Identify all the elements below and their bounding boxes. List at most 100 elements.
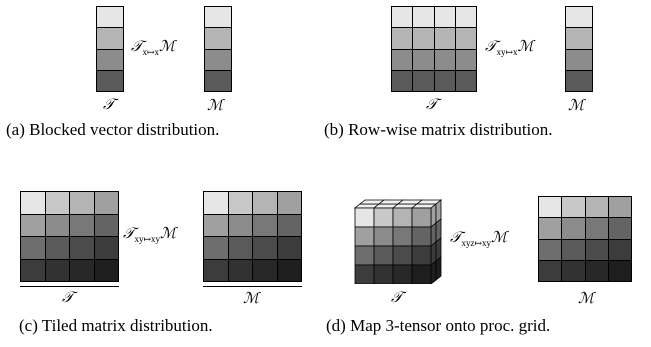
map-label-b: 𝒯xy↦xℳ xyxy=(485,39,534,57)
grid-cell xyxy=(434,49,455,70)
grid-cell xyxy=(585,239,608,260)
cube-front-cell xyxy=(392,226,413,247)
grid-cell xyxy=(392,70,413,91)
cube-front-cell xyxy=(411,245,432,266)
cube-front-cell xyxy=(411,264,432,284)
grid-cell xyxy=(608,218,631,239)
grid-cell xyxy=(585,197,608,218)
grid-cell xyxy=(21,192,45,214)
grid-cell xyxy=(94,237,118,259)
grid-cell xyxy=(562,260,585,281)
grid-cell xyxy=(45,214,69,236)
grid-cell xyxy=(539,239,562,260)
grid-cell xyxy=(204,259,228,281)
caption-d: (d) Map 3-tensor onto proc. grid. xyxy=(326,316,551,335)
grid-cell xyxy=(277,259,301,281)
grid-cell xyxy=(455,70,476,91)
underline-tensor-c xyxy=(20,286,119,287)
matrix-label-d: ℳ xyxy=(578,291,595,307)
vector-matrix-m xyxy=(204,6,232,92)
cube-front-cell xyxy=(373,264,394,284)
grid-cell xyxy=(413,70,434,91)
caption-c: (c) Tiled matrix distribution. xyxy=(19,316,213,335)
grid-cell xyxy=(97,70,123,91)
grid-cell xyxy=(228,214,252,236)
matrix-label-a: ℳ xyxy=(207,98,224,114)
cube-front-cell xyxy=(354,245,375,266)
grid-cell xyxy=(205,49,231,70)
grid-cell xyxy=(94,259,118,281)
grid-cell xyxy=(97,49,123,70)
grid-cell xyxy=(97,28,123,49)
grid-cell xyxy=(539,260,562,281)
map-label-a: 𝒯x↦xℳ xyxy=(131,39,176,57)
grid-cell xyxy=(566,28,592,49)
grid-cell xyxy=(562,197,585,218)
grid-cell xyxy=(205,7,231,28)
tiled-matrix-m xyxy=(203,191,302,282)
cube-front-cell xyxy=(392,245,413,266)
grid-cell xyxy=(392,28,413,49)
grid-cell xyxy=(94,192,118,214)
grid-cell xyxy=(413,49,434,70)
grid-cell xyxy=(94,214,118,236)
cube-front-cell xyxy=(373,245,394,266)
grid-cell xyxy=(70,192,94,214)
grid-cell xyxy=(539,218,562,239)
grid-cell xyxy=(97,7,123,28)
grid-cell xyxy=(253,192,277,214)
grid-cell xyxy=(434,7,455,28)
vector-tensor-t xyxy=(96,6,124,92)
grid-cell xyxy=(413,7,434,28)
cube-front-cell xyxy=(392,207,413,228)
rowwise-tensor-t xyxy=(391,6,477,92)
grid-cell xyxy=(277,237,301,259)
grid-cell xyxy=(228,192,252,214)
grid-cell xyxy=(205,70,231,91)
map-label-d: 𝒯xyz↦xyℳ xyxy=(450,230,508,248)
grid-cell xyxy=(21,237,45,259)
grid-cell xyxy=(455,49,476,70)
cube-front-cell xyxy=(354,207,375,228)
matrix-label-c: ℳ xyxy=(243,291,260,307)
grid-cell xyxy=(539,197,562,218)
grid-cell xyxy=(45,192,69,214)
grid-cell xyxy=(21,259,45,281)
grid-cell xyxy=(228,259,252,281)
tiled-tensor-t xyxy=(20,191,119,282)
map-label-c: 𝒯xy↦xyℳ xyxy=(123,226,177,244)
grid-cell xyxy=(277,214,301,236)
tensor-label-d: 𝒯 xyxy=(391,290,403,306)
grid-cell xyxy=(566,70,592,91)
tensor-label-b: 𝒯 xyxy=(426,97,438,113)
grid-cell xyxy=(566,7,592,28)
grid-cell xyxy=(277,192,301,214)
grid-cell xyxy=(392,7,413,28)
underline-matrix-c xyxy=(203,286,302,287)
grid-cell xyxy=(566,49,592,70)
cube-front-cell xyxy=(392,264,413,284)
grid-cell xyxy=(585,260,608,281)
grid-cell xyxy=(204,214,228,236)
grid-cell xyxy=(21,214,45,236)
grid-cell xyxy=(228,237,252,259)
grid-cell xyxy=(392,49,413,70)
grid-cell xyxy=(204,192,228,214)
tensor-label-a: 𝒯 xyxy=(103,97,115,113)
cube-front-cell xyxy=(411,207,432,228)
grid-cell xyxy=(608,239,631,260)
grid-cell xyxy=(205,28,231,49)
matrix-label-b: ℳ xyxy=(568,98,585,114)
grid-cell xyxy=(70,259,94,281)
grid-cell xyxy=(70,237,94,259)
grid-cell xyxy=(434,28,455,49)
cube-side-cell xyxy=(430,260,437,284)
grid-cell xyxy=(455,7,476,28)
grid-cell xyxy=(413,28,434,49)
grid-cell xyxy=(562,239,585,260)
grid-cell xyxy=(204,237,228,259)
caption-a: (a) Blocked vector distribution. xyxy=(6,120,220,139)
grid-cell xyxy=(608,260,631,281)
tensor-label-c: 𝒯 xyxy=(62,290,74,306)
grid-cell xyxy=(253,237,277,259)
